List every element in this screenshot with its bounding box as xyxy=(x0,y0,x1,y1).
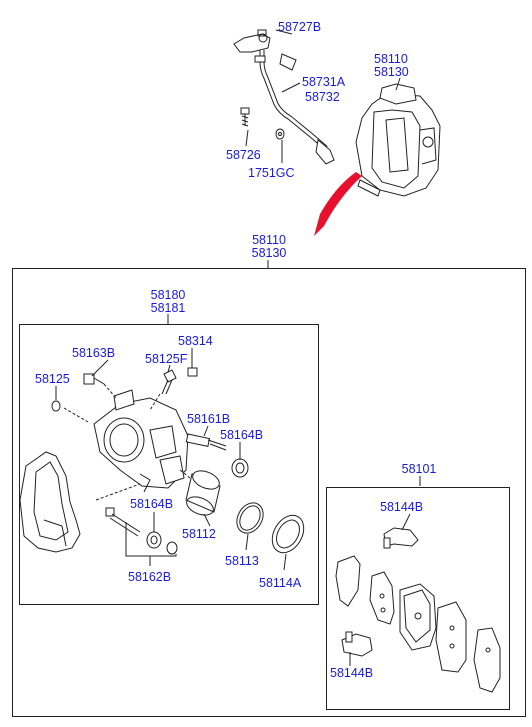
brake-hose-bracket xyxy=(233,29,271,53)
pad-clip-lower-58144B xyxy=(341,631,373,657)
part-label-58314: 58314 xyxy=(178,334,213,348)
main-assembly-frame xyxy=(12,268,526,717)
piston-seal-58113 xyxy=(236,502,264,534)
caliper-carrier xyxy=(93,389,189,493)
part-label-58180: 58180 xyxy=(150,288,186,302)
part-label-58164B-upper: 58164B xyxy=(220,428,264,442)
piston-58112 xyxy=(185,470,221,516)
part-label-58113: 58113 xyxy=(225,554,259,568)
part-label-58101: 58101 xyxy=(401,462,437,476)
part-label-58162B: 58162B xyxy=(128,570,172,584)
part-label-58164B-lower: 58164B xyxy=(130,497,174,511)
part-label-58726: 58726 xyxy=(226,148,261,162)
brake-pad-inner xyxy=(369,571,395,625)
washer-1751GC xyxy=(275,128,285,140)
banjo-bolt-58726 xyxy=(240,107,250,127)
bleeder-screw-58125F xyxy=(161,369,177,395)
part-label-58114A: 58114A xyxy=(259,576,302,590)
part-label-58732: 58732 xyxy=(305,90,340,104)
part-label-58110-top: 58110 xyxy=(374,52,408,66)
shim-plate xyxy=(335,555,361,607)
part-label-58731A: 58731A xyxy=(302,75,346,89)
direction-arrow xyxy=(314,172,362,236)
part-label-58110-main: 58110 xyxy=(252,233,286,247)
part-label-58163B: 58163B xyxy=(72,346,116,360)
part-label-1751GC: 1751GC xyxy=(248,166,295,180)
bushing-58162B xyxy=(166,541,178,555)
pad-clip-upper-58144B xyxy=(383,527,419,549)
part-label-58727B: 58727B xyxy=(278,20,322,34)
hose-clip-58727B xyxy=(279,53,297,71)
part-label-58161B: 58161B xyxy=(187,412,231,426)
brake-pad-outer xyxy=(399,583,437,651)
pad-kit-frame xyxy=(326,487,510,710)
cap-58125 xyxy=(51,400,61,412)
anti-squeal-shim xyxy=(473,627,501,693)
part-label-58112: 58112 xyxy=(182,527,216,541)
part-label-58181: 58181 xyxy=(150,301,186,315)
brake-hose xyxy=(254,50,335,165)
part-label-58144B-upper: 58144B xyxy=(380,500,424,514)
pad-shim-left xyxy=(19,451,81,553)
guide-pin-58161B xyxy=(185,433,227,451)
part-label-58125F: 58125F xyxy=(145,352,188,366)
bolt-58163B xyxy=(83,373,105,385)
part-label-58130-main: 58130 xyxy=(251,246,287,260)
assembled-caliper xyxy=(355,83,441,197)
carrier-group-frame xyxy=(19,324,319,605)
part-label-58144B-lower: 58144B xyxy=(330,666,374,680)
part-label-58130-top: 58130 xyxy=(374,65,409,79)
part-label-58125: 58125 xyxy=(35,372,70,386)
brake-pad-rear xyxy=(435,601,467,673)
dust-boot-58114A xyxy=(271,514,305,554)
